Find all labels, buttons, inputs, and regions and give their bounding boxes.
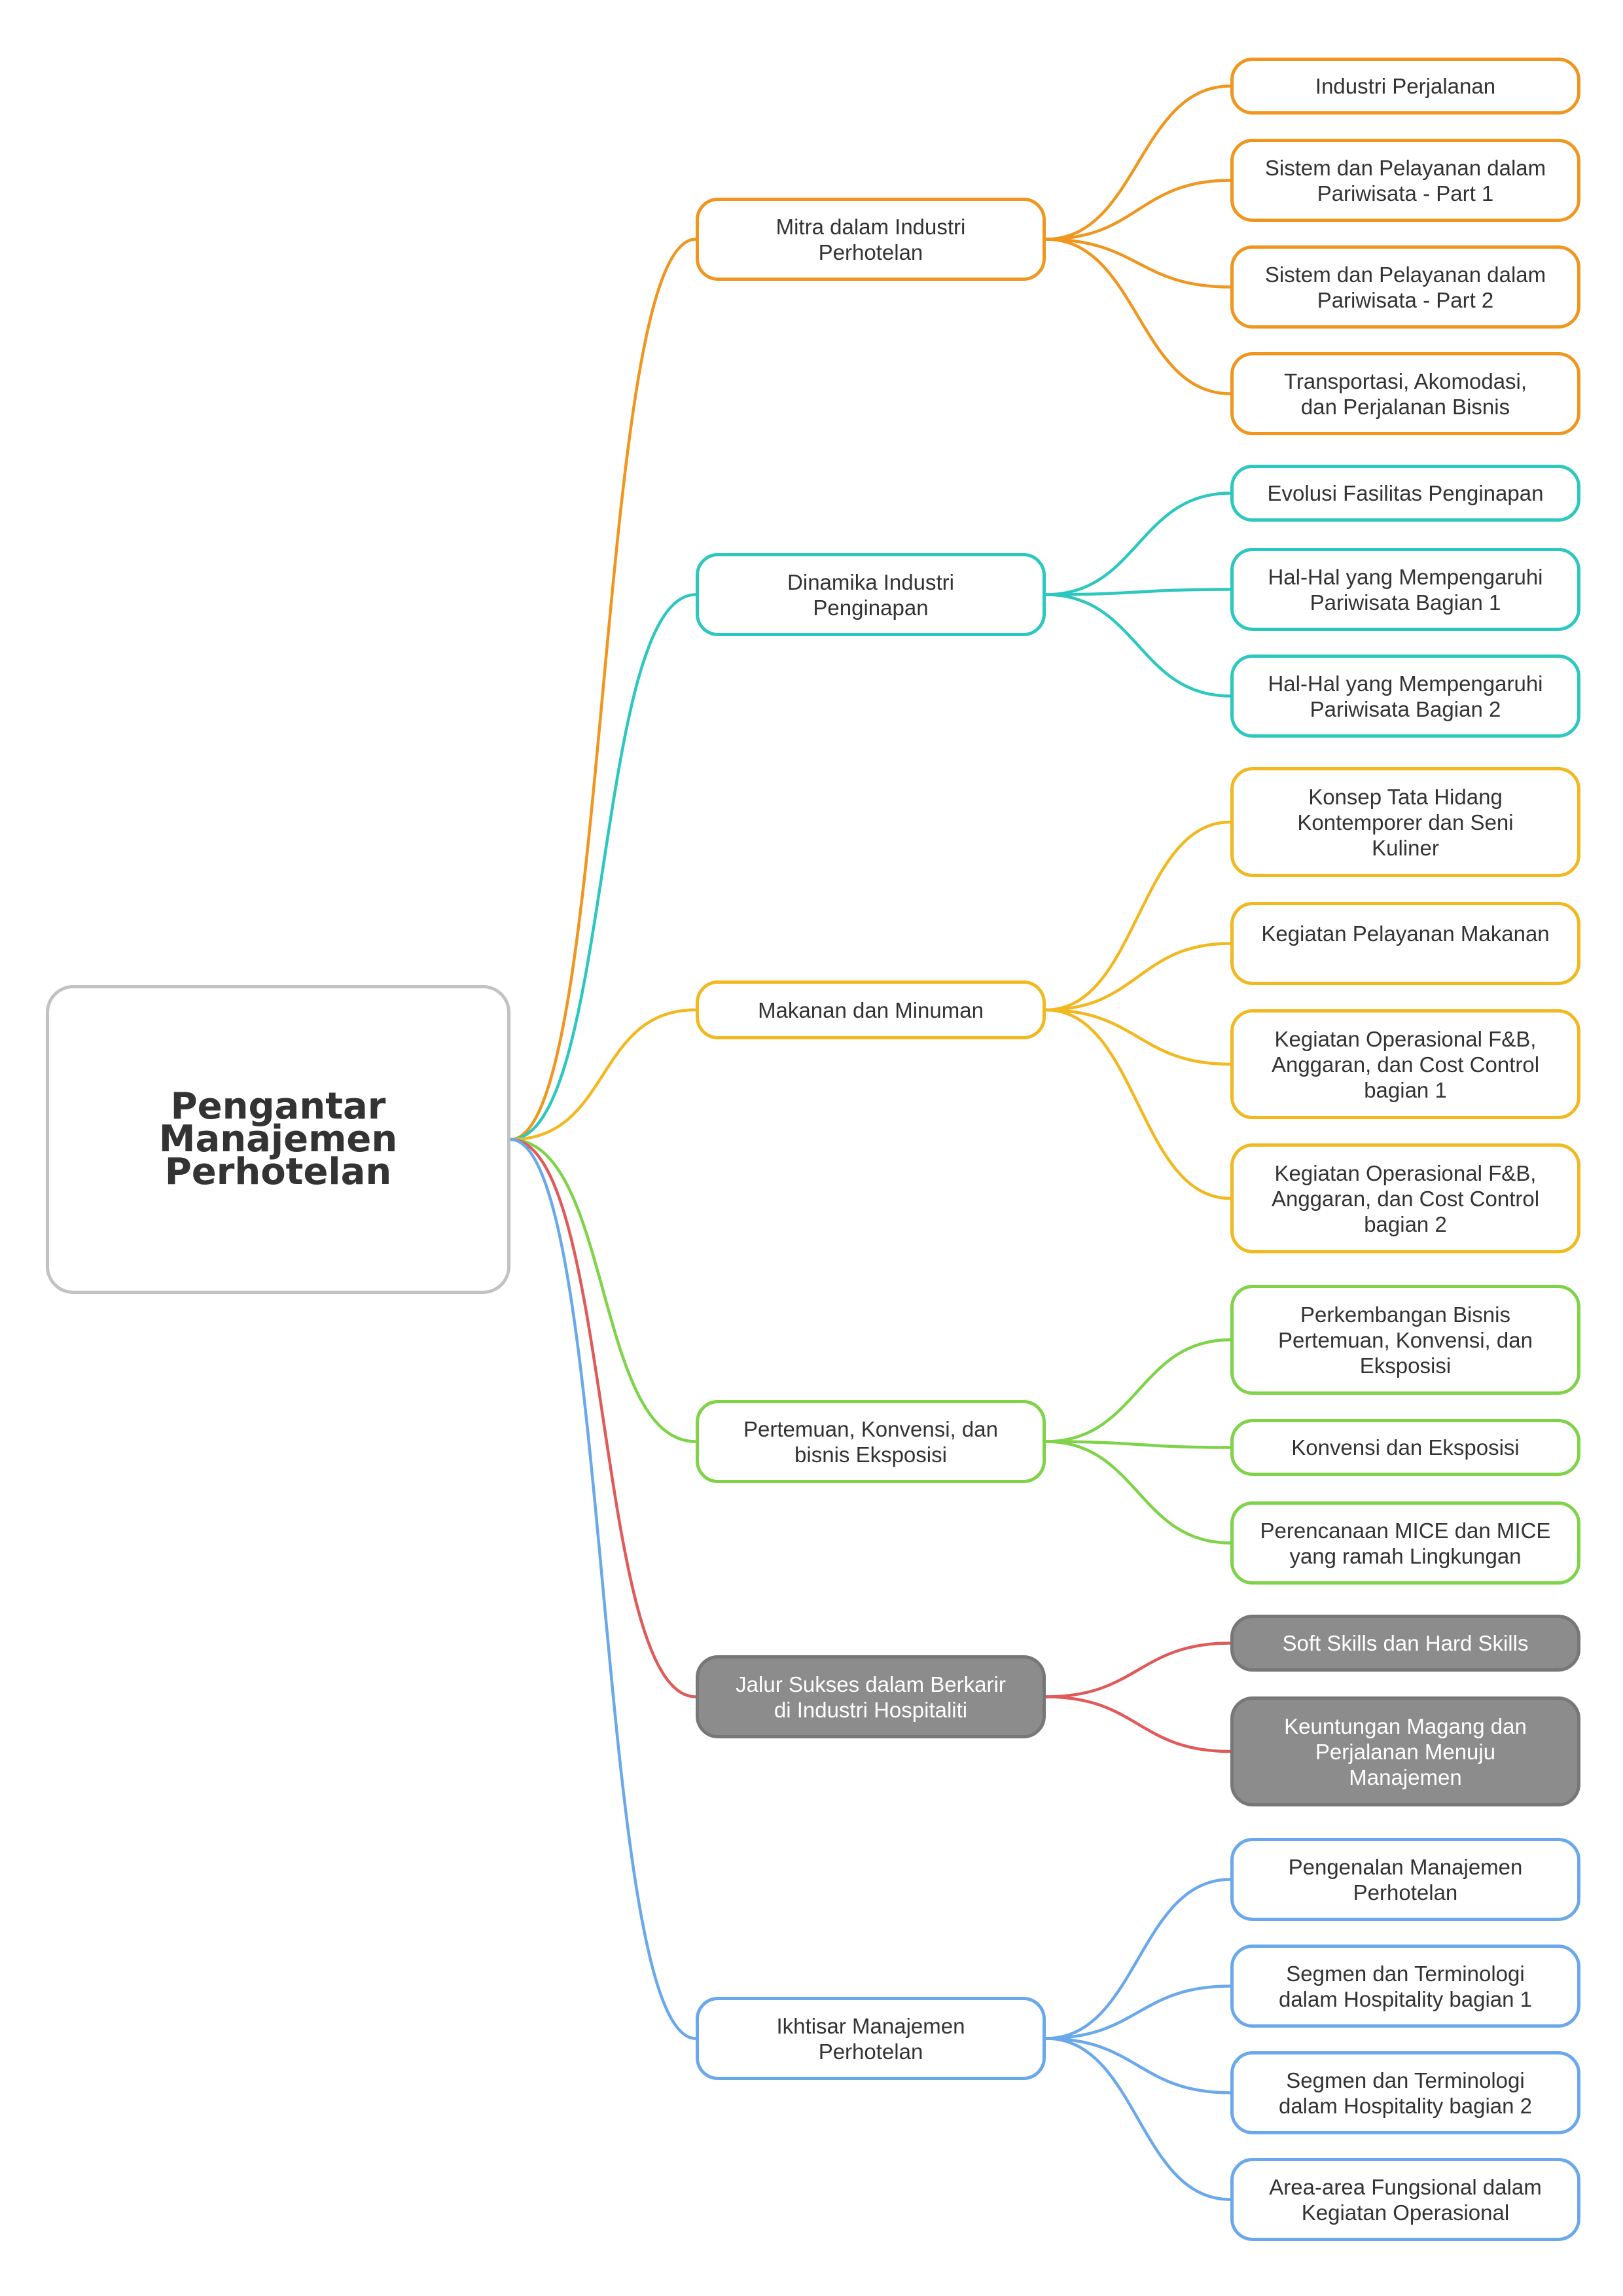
leaf-connector [1044,588,1232,596]
branch-mitra-industri-perhotelan[interactable]: Mitra dalam Industri Perhotelan [696,198,1046,281]
branch-connector [508,1138,698,1698]
topic-segmen-terminologi-bagian-1[interactable]: Segmen dan Terminologi dalam Hospitality… [1230,1945,1580,2028]
topic-industri-perjalanan[interactable]: Industri Perjalanan [1230,58,1580,115]
branch-pertemuan-konvensi-eksposisi[interactable]: Pertemuan, Konvensi, dan bisnis Eksposis… [696,1400,1046,1483]
topic-hal-hal-bagian-2[interactable]: Hal-Hal yang Mempengaruhi Pariwisata Bag… [1230,655,1580,738]
leaf-connector [1044,942,1232,1012]
branch-connector [508,238,698,1141]
topic-kegiatan-pelayanan-makanan[interactable]: Kegiatan Pelayanan Makanan [1230,902,1580,985]
topic-sistem-pelayanan-part-2[interactable]: Sistem dan Pelayanan dalam Pariwisata - … [1230,245,1580,329]
topic-konsep-tata-hidang[interactable]: Konsep Tata Hidang Kontemporer dan Seni … [1230,767,1580,877]
topic-operasional-fb-bagian-2[interactable]: Kegiatan Operasional F&B, Anggaran, dan … [1230,1143,1580,1253]
branch-jalur-sukses-berkarir[interactable]: Jalur Sukses dalam Berkarir di Industri … [696,1655,1046,1738]
leaf-connector [1044,2037,1232,2201]
topic-konvensi-eksposisi[interactable]: Konvensi dan Eksposisi [1230,1419,1580,1476]
topic-perkembangan-bisnis-pertemuan[interactable]: Perkembangan Bisnis Pertemuan, Konvensi,… [1230,1285,1580,1395]
leaf-connector [1044,179,1232,241]
leaf-connector [1044,1695,1232,1753]
topic-pengenalan-manajemen[interactable]: Pengenalan Manajemen Perhotelan [1230,1838,1580,1921]
topic-hal-hal-bagian-1[interactable]: Hal-Hal yang Mempengaruhi Pariwisata Bag… [1230,548,1580,631]
leaf-connector [1044,238,1232,289]
leaf-connector [1044,1008,1232,1066]
leaf-connector [1044,84,1232,241]
leaf-connector [1044,1338,1232,1443]
topic-sistem-pelayanan-part-1[interactable]: Sistem dan Pelayanan dalam Pariwisata - … [1230,139,1580,222]
leaf-connector [1044,1008,1232,1200]
branch-dinamika-industri-penginapan[interactable]: Dinamika Industri Penginapan [696,553,1046,636]
topic-transportasi-akomodasi[interactable]: Transportasi, Akomodasi, dan Perjalanan … [1230,352,1580,435]
leaf-connector [1044,593,1232,698]
topic-evolusi-fasilitas[interactable]: Evolusi Fasilitas Penginapan [1230,465,1580,522]
leaf-connector [1044,1641,1232,1698]
leaf-connector [1044,492,1232,596]
branch-connector [508,593,698,1141]
topic-operasional-fb-bagian-1[interactable]: Kegiatan Operasional F&B, Anggaran, dan … [1230,1009,1580,1119]
topic-soft-hard-skills[interactable]: Soft Skills dan Hard Skills [1230,1615,1580,1672]
root-topic[interactable]: Pengantar Manajemen Perhotelan [46,985,510,1294]
branch-connector [508,1008,698,1141]
leaf-connector [1044,1878,1232,2040]
leaf-connector [1044,1440,1232,1449]
branch-ikhtisar-manajemen-perhotelan[interactable]: Ikhtisar Manajemen Perhotelan [696,1997,1046,2080]
topic-keuntungan-magang[interactable]: Keuntungan Magang dan Perjalanan Menuju … [1230,1696,1580,1806]
branch-connector [508,1138,698,2040]
leaf-connector [1044,2037,1232,2094]
leaf-connector [1044,1984,1232,2040]
leaf-connector [1044,1440,1232,1545]
topic-area-fungsional[interactable]: Area-area Fungsional dalam Kegiatan Oper… [1230,2158,1580,2241]
branch-connector [508,1138,698,1443]
leaf-connector [1044,238,1232,395]
branch-makanan-minuman[interactable]: Makanan dan Minuman [696,980,1046,1039]
topic-segmen-terminologi-bagian-2[interactable]: Segmen dan Terminologi dalam Hospitality… [1230,2051,1580,2134]
topic-perencanaan-mice[interactable]: Perencanaan MICE dan MICE yang ramah Lin… [1230,1501,1580,1585]
leaf-connector [1044,820,1232,1012]
